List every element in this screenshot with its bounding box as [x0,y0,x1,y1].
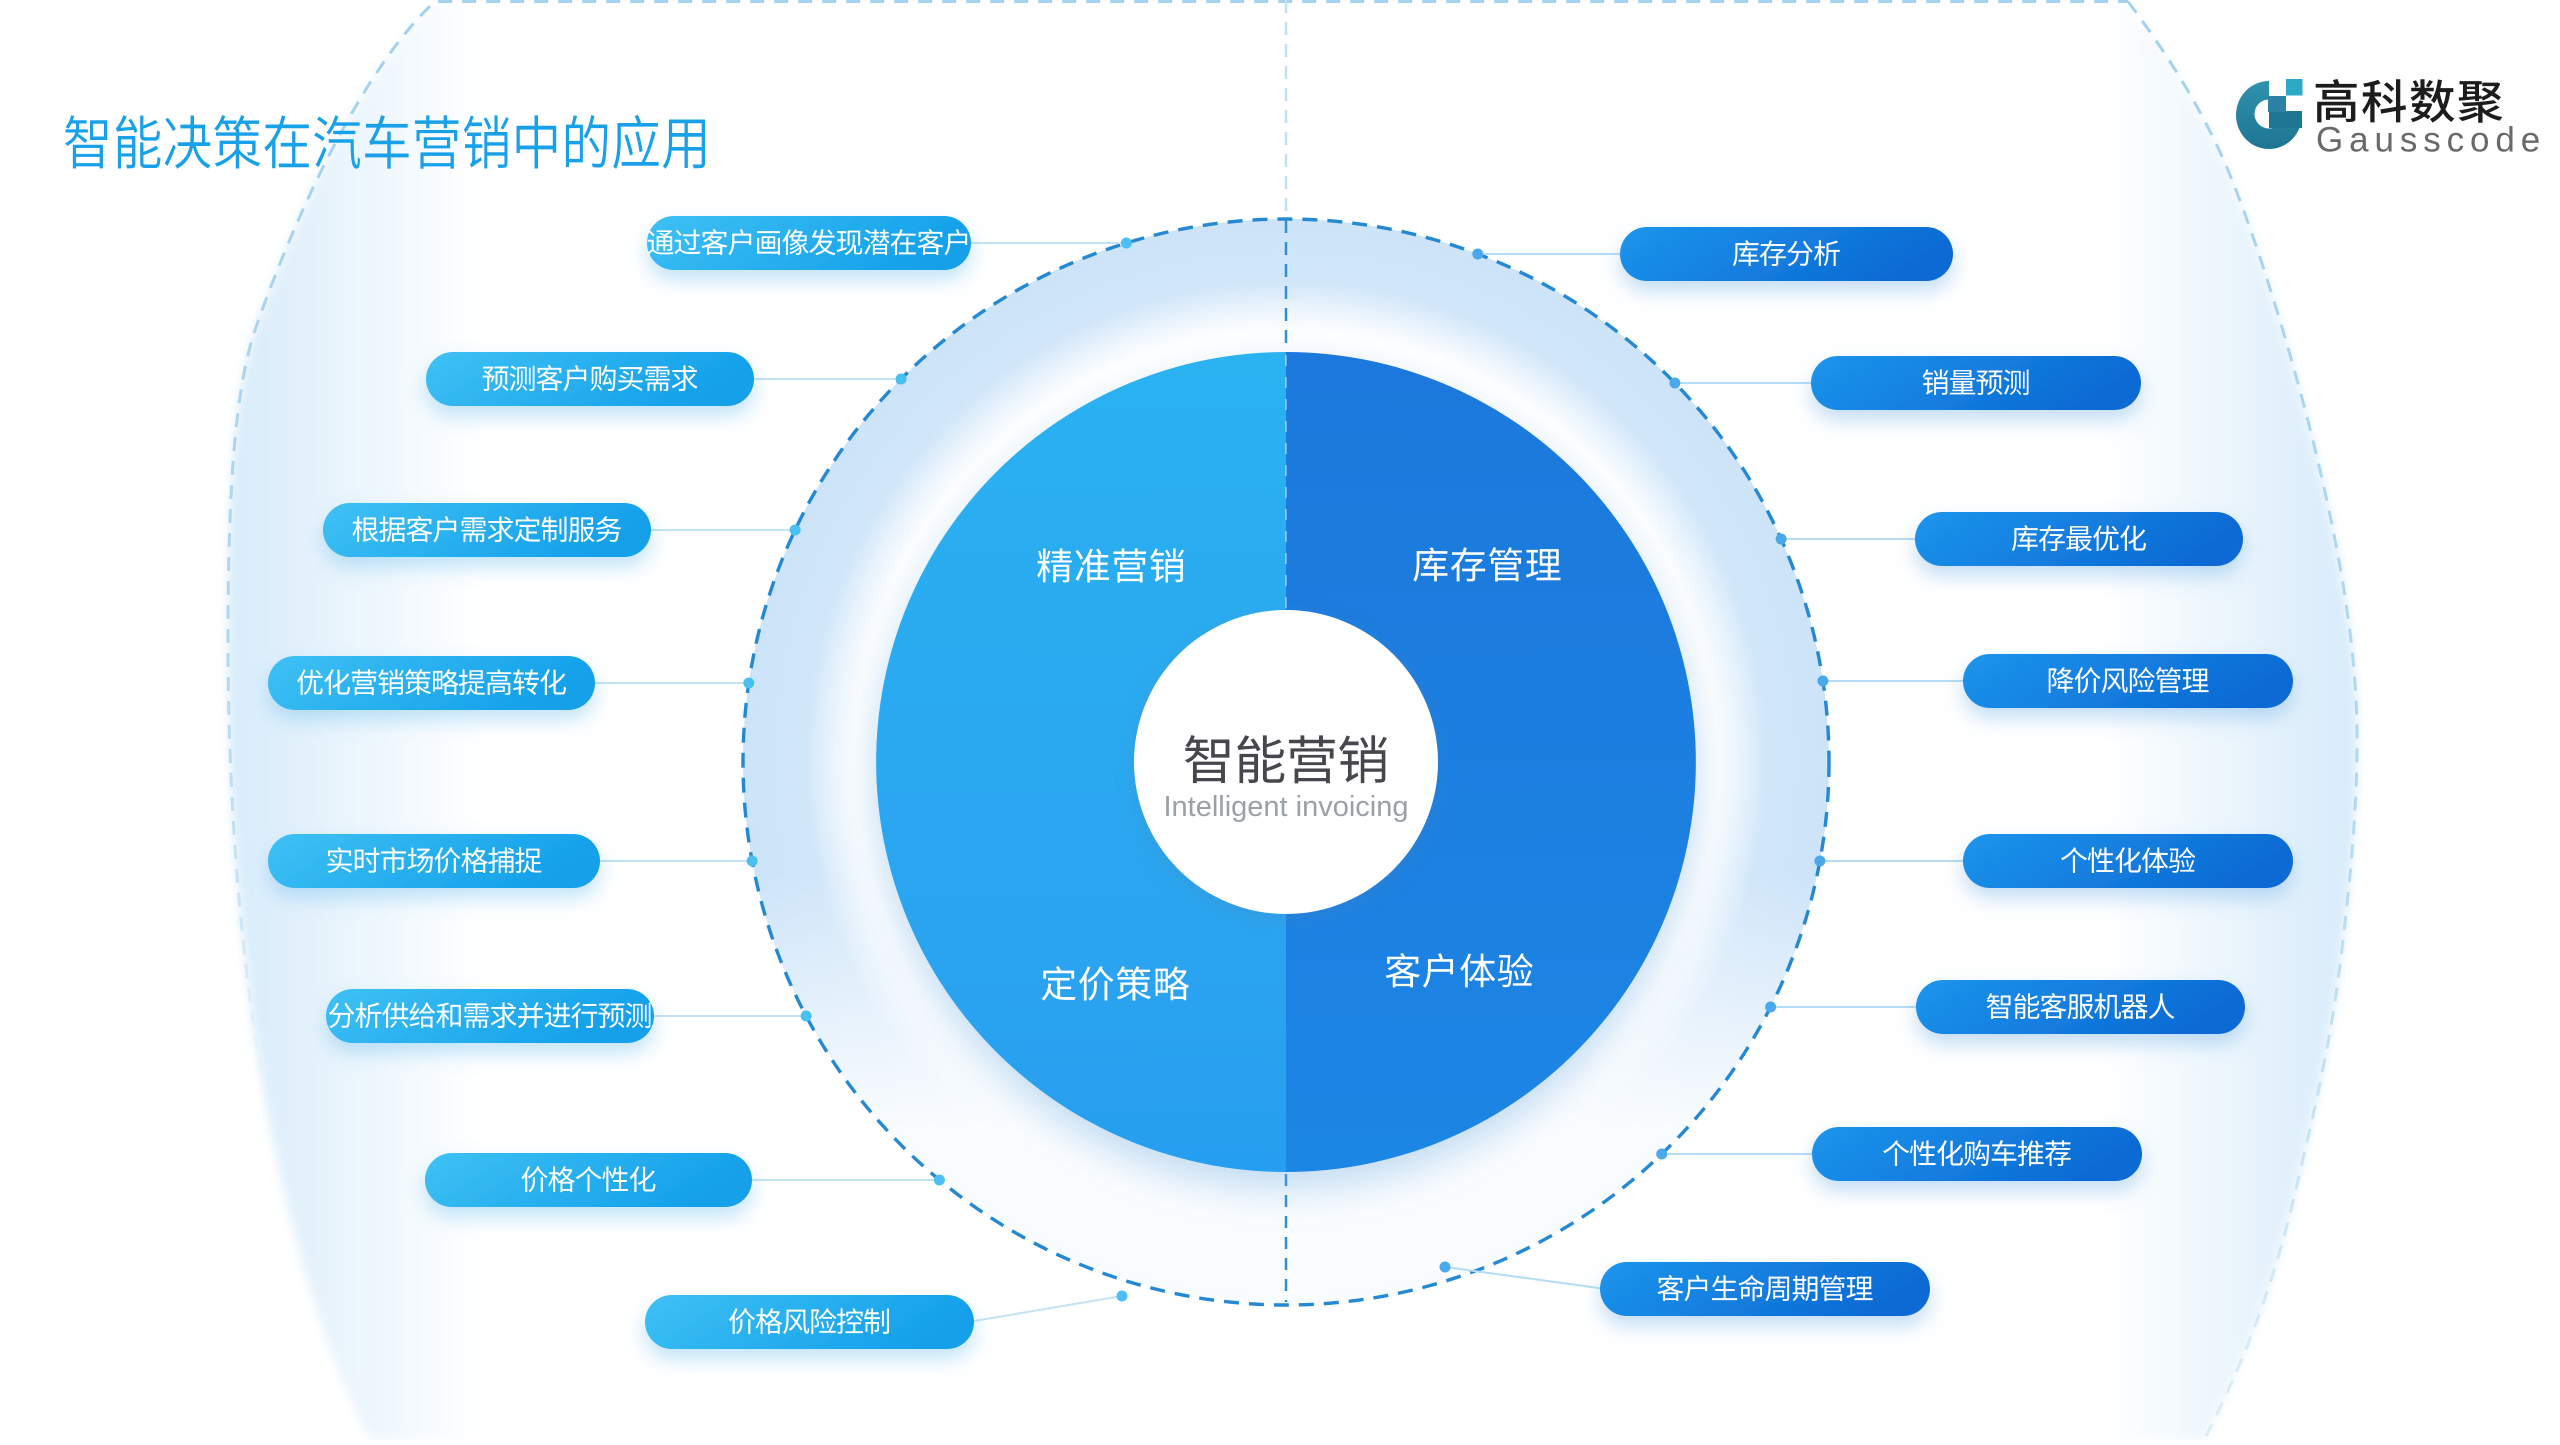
svg-text:Gausscode: Gausscode [2316,121,2546,160]
svg-text:Intelligent invoicing: Intelligent invoicing [1163,791,1408,823]
